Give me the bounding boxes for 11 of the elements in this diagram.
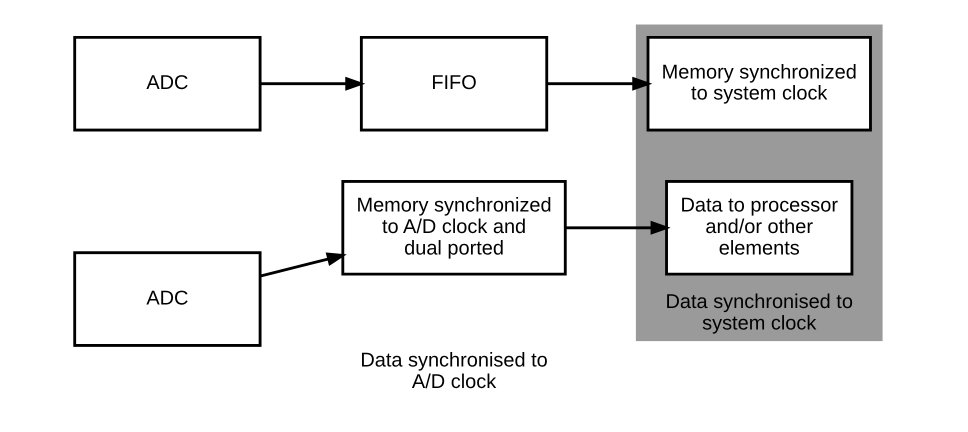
arrow [566,220,671,235]
node-box: Memory synchronized to system clock [646,36,872,132]
node-box: ADC [73,251,262,347]
node-box: ADC [73,36,262,132]
node-box: Data to processor and/or other elements [665,180,854,276]
arrow [260,76,366,91]
node-box: Memory synchronized to A/D clock and dual ported [341,180,567,276]
arrow [260,252,347,278]
node-box: FIFO [360,36,548,132]
label: Data synchronised to A/D clock [360,349,548,393]
arrow [547,76,652,91]
